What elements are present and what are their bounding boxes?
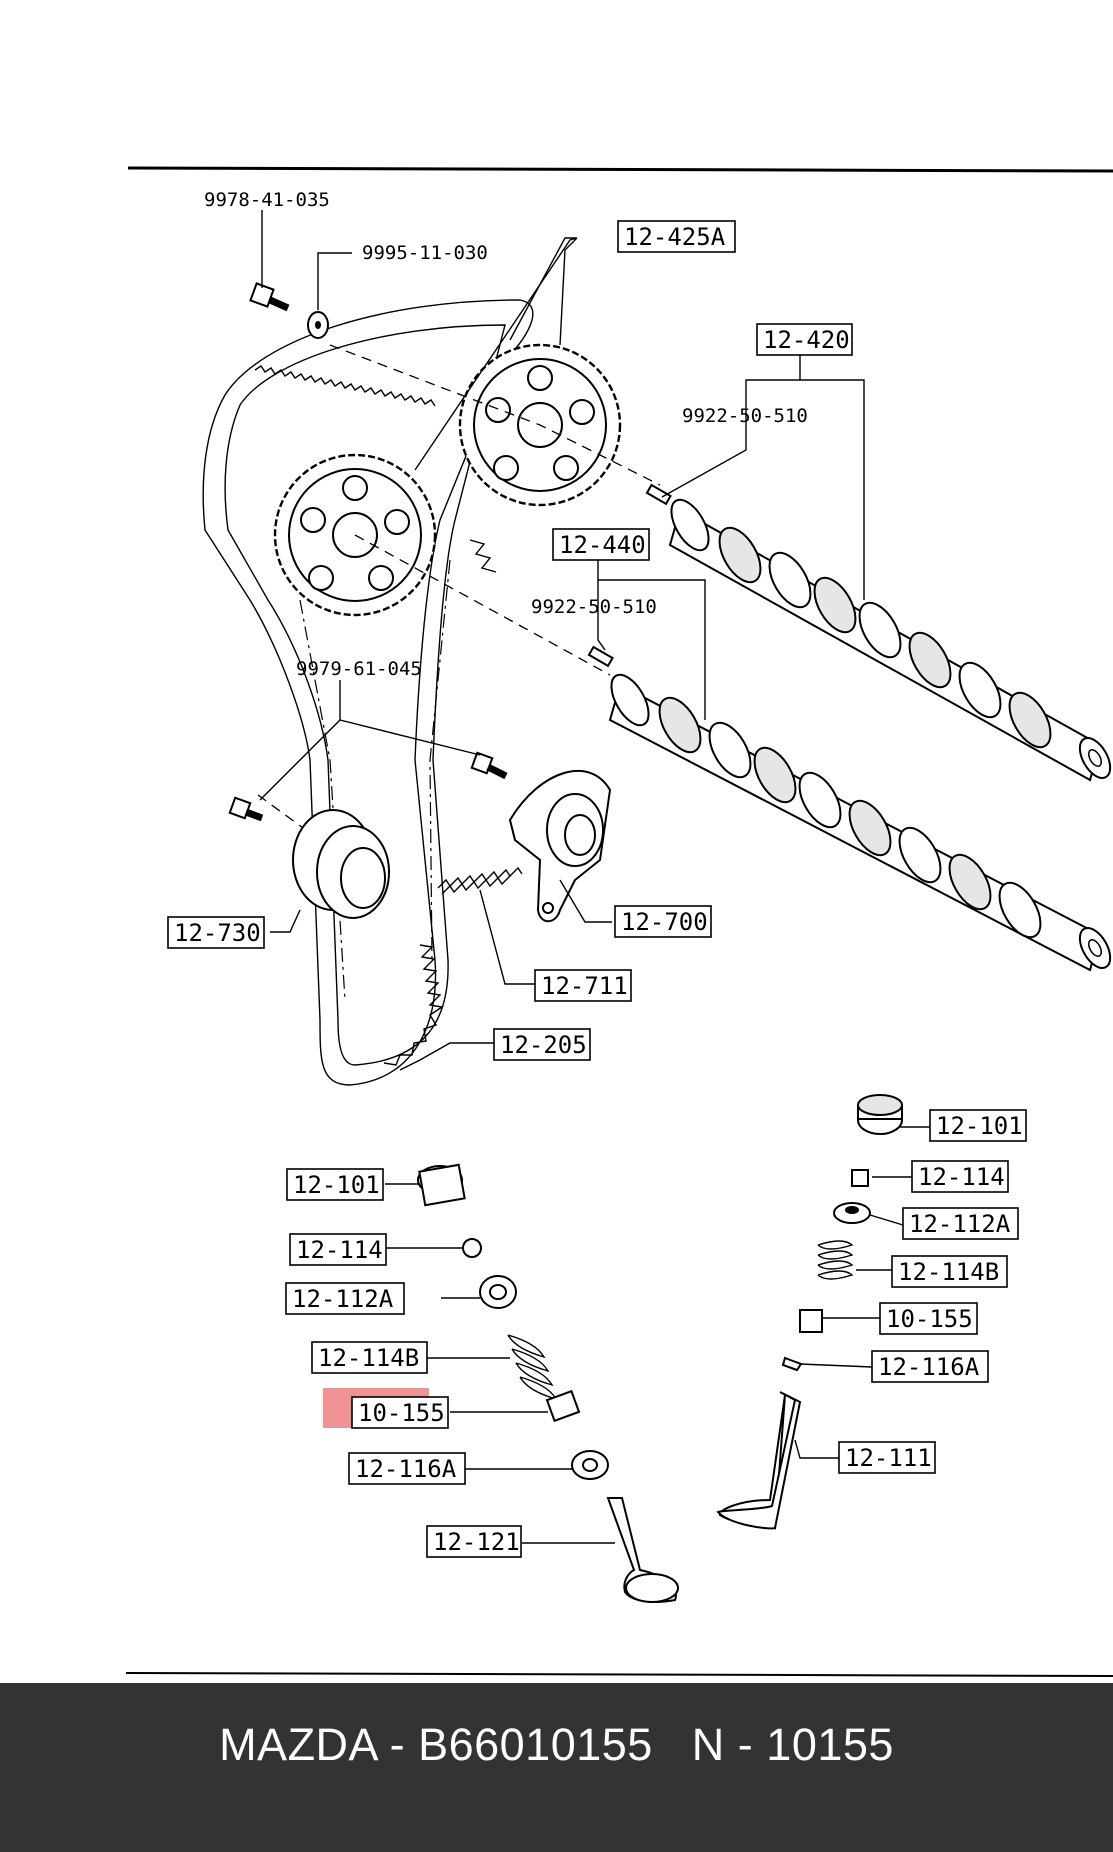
pin-lower [587,645,614,668]
label-pin-bottom: 9922-50-510 [531,596,657,618]
frame-bottom-line [125,1672,1113,1677]
label-right-valve: 12-111 [845,1444,932,1472]
label-washer-top: 9995-11-030 [362,242,488,264]
label-left-key: 12-114 [296,1236,383,1264]
tensioner [508,769,612,923]
tensioner-spring [437,866,523,895]
label-pin-top: 9922-50-510 [682,405,808,427]
camshaft-lower [608,673,1112,972]
label-left-cap: 12-101 [293,1171,380,1199]
label-bolt-top: 9978-41-035 [204,189,330,211]
label-idler: 12-730 [174,919,261,947]
label-left-seal: 10-155 [358,1399,445,1427]
washer-top [307,311,329,339]
label-right-spring: 12-114B [898,1258,999,1286]
label-right-key: 12-114 [918,1163,1005,1191]
label-right-washer: 12-116A [878,1353,980,1381]
label-left-washer: 12-116A [355,1455,457,1483]
label-tensioner: 12-700 [621,908,708,936]
label-right-seal: 10-155 [886,1305,973,1333]
label-right-seat: 12-112A [909,1210,1011,1238]
label-left-spring: 12-114B [318,1344,419,1372]
pin-upper [645,483,672,506]
parts-diagram: 9978-41-035 9995-11-030 12-425A 12-420 9… [125,166,1113,1677]
label-spring: 12-711 [541,972,628,1000]
label-left-seat: 12-112A [292,1285,394,1313]
part-number-text: MAZDA - B66010155 N - 10155 [219,1719,894,1770]
label-idler-bolts: 9979-61-045 [296,658,422,680]
right-valve-parts [716,1094,903,1530]
idler-bolt-left [228,796,264,822]
label-pulleys: 12-425A [624,223,726,251]
frame-top-line [127,166,1113,173]
label-camshaft-bottom: 12-440 [559,531,646,559]
label-camshaft-top: 12-420 [763,326,850,354]
left-valve-parts [417,1163,679,1603]
camshaft-upper [668,498,1112,782]
part-number-footer: MAZDA - B66010155 N - 10155 [0,1683,1113,1852]
leader-lines [259,210,930,1544]
label-left-valve: 12-121 [433,1528,520,1556]
timing-belt [202,299,534,1086]
idler-bolt-right [470,751,508,780]
callout-labels: 9978-41-035 9995-11-030 12-425A 12-420 9… [167,189,1027,1558]
label-right-cap: 12-101 [936,1112,1023,1140]
bolt-top [249,282,290,312]
idler-pulley [292,809,390,919]
label-belt: 12-205 [500,1031,587,1059]
